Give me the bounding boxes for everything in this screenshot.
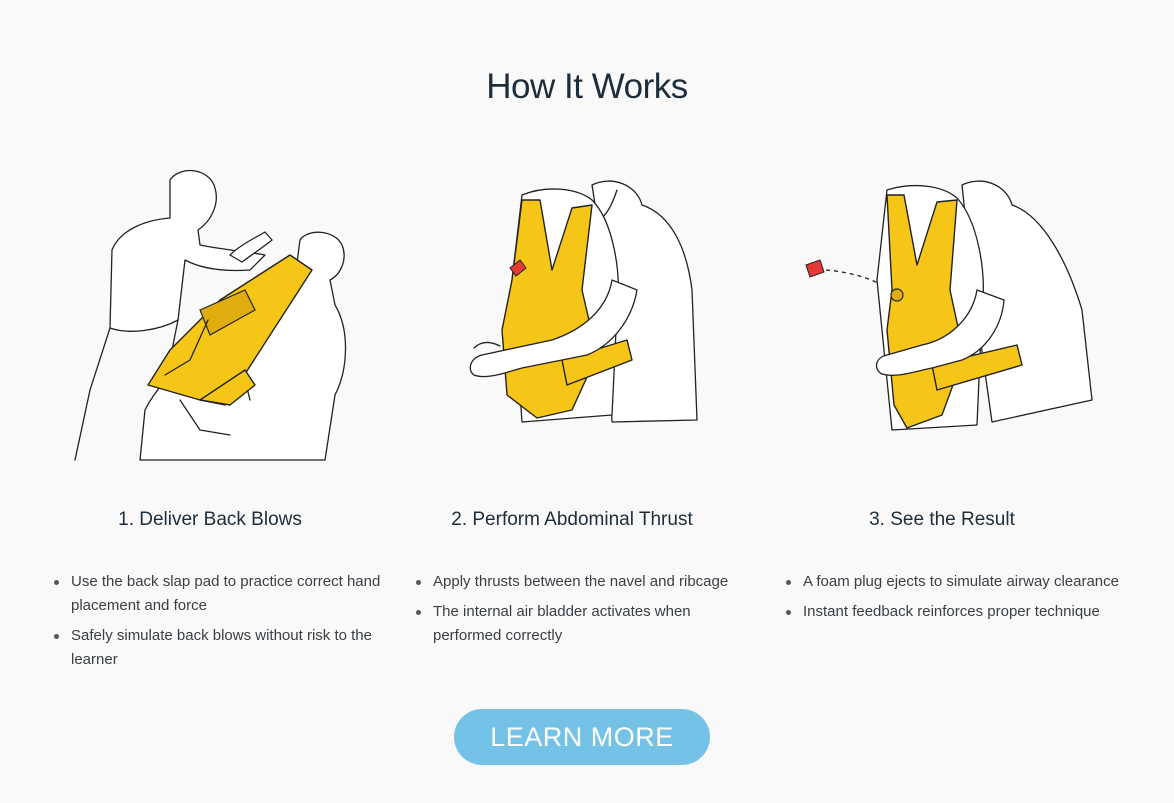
learn-more-button[interactable]: LEARN MORE [454, 709, 710, 765]
list-item: Use the back slap pad to practice correc… [54, 570, 401, 618]
step-bullets: Apply thrusts between the navel and ribc… [412, 570, 763, 654]
page-title: How It Works [486, 67, 688, 107]
result-illustration [805, 180, 1093, 431]
step-title: 2. Perform Abdominal Thrust [451, 509, 693, 530]
step-bullets: Use the back slap pad to practice correc… [50, 570, 401, 678]
step-title: 3. See the Result [869, 509, 1015, 530]
list-item: Apply thrusts between the navel and ribc… [416, 570, 763, 594]
list-item: A foam plug ejects to simulate airway cl… [786, 570, 1133, 594]
list-item: Instant feedback reinforces proper techn… [786, 600, 1133, 624]
list-item: Safely simulate back blows without risk … [54, 624, 401, 672]
step-bullets: A foam plug ejects to simulate airway cl… [782, 570, 1133, 630]
back-blows-illustration [74, 169, 347, 461]
abdominal-thrust-illustration [469, 180, 698, 423]
list-item: The internal air bladder activates when … [416, 600, 763, 648]
step-title: 1. Deliver Back Blows [118, 509, 302, 530]
